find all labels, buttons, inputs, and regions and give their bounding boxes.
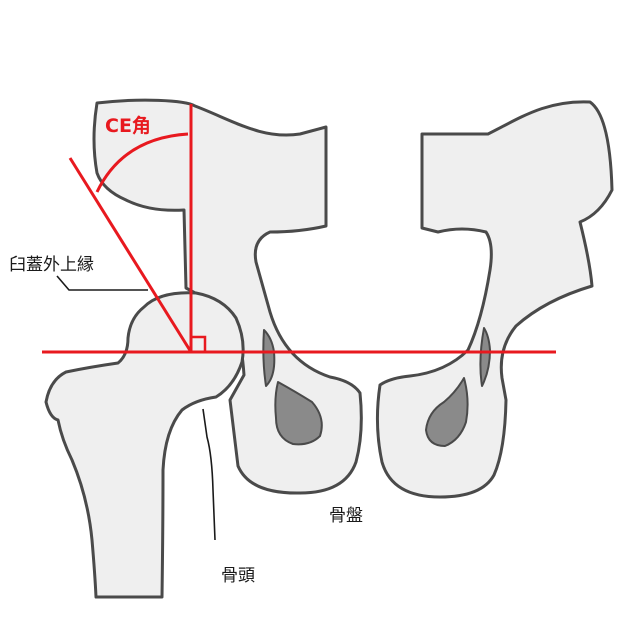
femur-bone (44, 291, 245, 599)
acetabular-edge-leader-line (56, 275, 148, 291)
right-angle-mark (191, 335, 207, 352)
right-slit-foramen (479, 327, 491, 387)
left-slit-foramen (262, 329, 276, 387)
femoral-head-label: 骨頭 (221, 566, 255, 586)
pelvis-label: 骨盤 (329, 506, 363, 526)
ce-angle-arc (95, 132, 189, 193)
left-obturator-foramen (274, 381, 323, 446)
acetabular-edge-line (68, 157, 193, 353)
ce-angle-label: CE角 (105, 114, 151, 137)
right-obturator-foramen (425, 377, 469, 447)
femoral-head-leader-line (202, 408, 216, 541)
right-ilium-bone (375, 100, 614, 499)
acetabular-edge-label: 臼蓋外上縁 (9, 255, 94, 275)
